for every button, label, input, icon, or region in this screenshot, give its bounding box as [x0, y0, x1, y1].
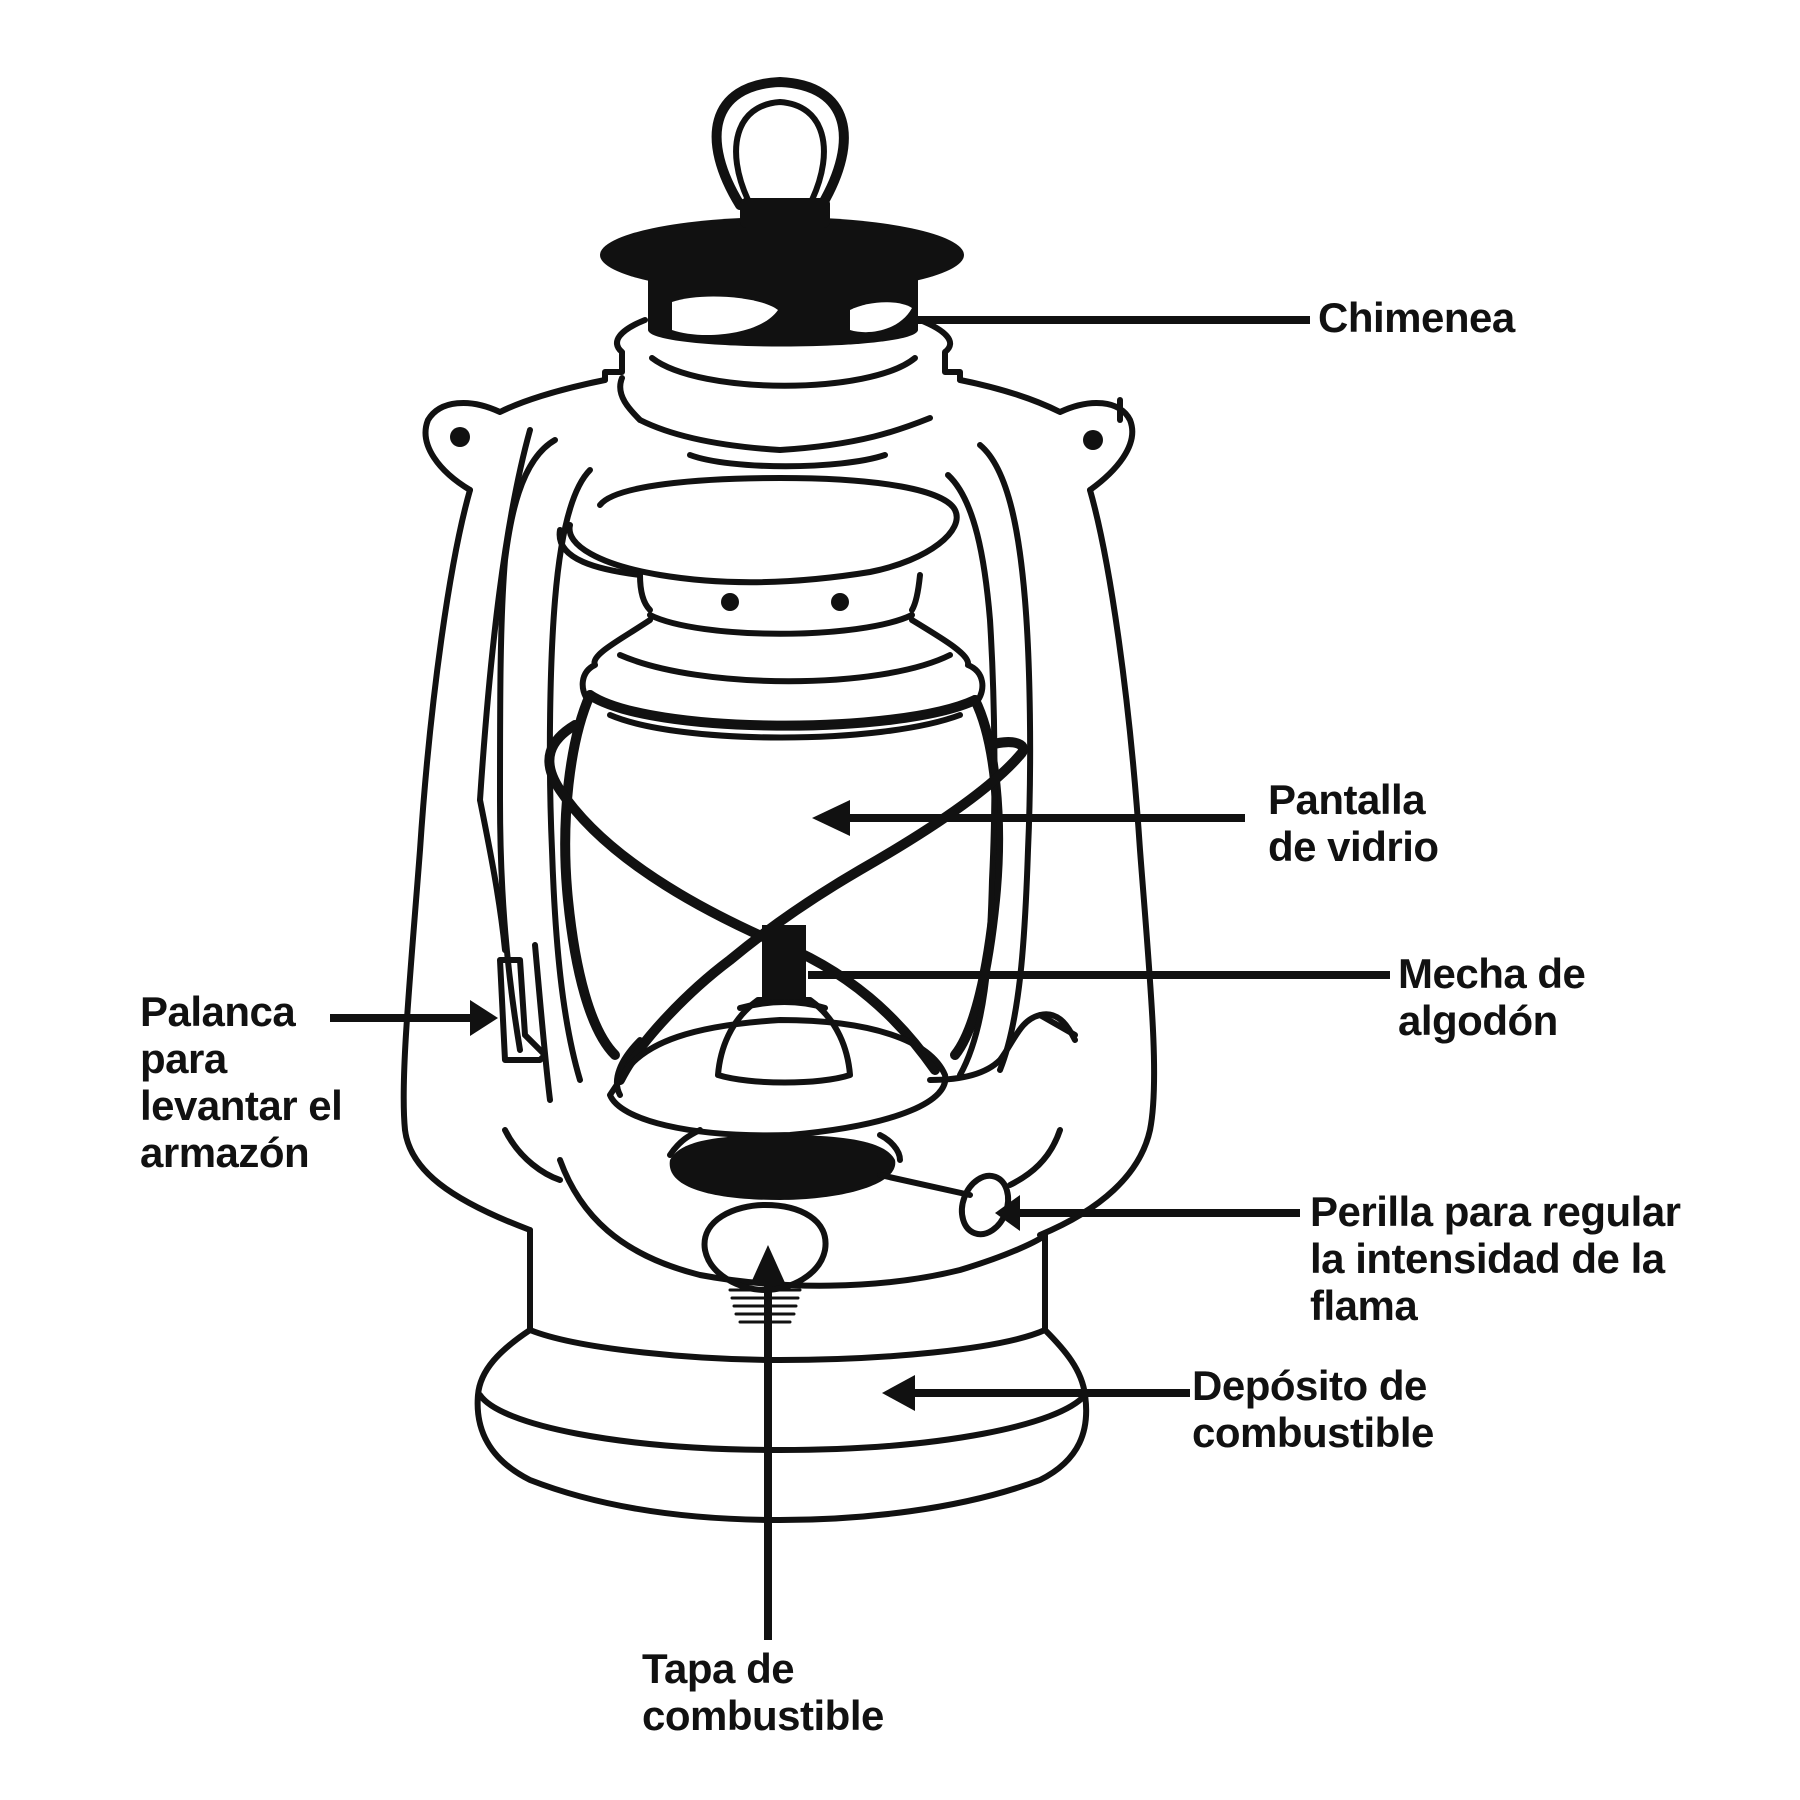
label-deposito-de-combustible: Depósito de combustible [1192, 1362, 1434, 1456]
lift-lever [497, 957, 548, 1063]
label-tapa-de-combustible: Tapa de combustible [642, 1645, 884, 1739]
label-perilla: Perilla para regular la intensidad de la… [1310, 1188, 1681, 1329]
chimney-cap [600, 217, 964, 293]
label-chimenea: Chimenea [1318, 294, 1515, 341]
fuel-tank [474, 1327, 1090, 1523]
label-pantalla-de-vidrio: Pantalla de vidrio [1268, 776, 1439, 870]
label-mecha-de-algodon: Mecha de algodón [1398, 950, 1586, 1044]
cotton-wick [762, 925, 806, 997]
top-handle [711, 77, 849, 210]
fuel-cap [701, 1202, 829, 1293]
burner-plate [607, 1017, 949, 1139]
glass-globe [560, 690, 620, 1060]
burner-collar [669, 1135, 896, 1200]
bail-wire [544, 720, 940, 1075]
label-palanca: Palanca para levantar el armazón [140, 988, 343, 1176]
outer-frame-right [1037, 487, 1158, 1238]
outer-frame-left [400, 487, 533, 1233]
